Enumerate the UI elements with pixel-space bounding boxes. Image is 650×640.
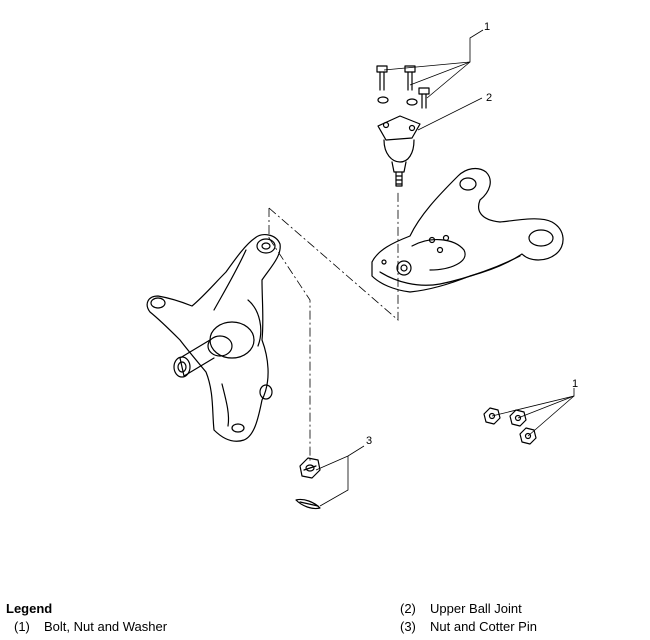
legend-item-number: (1) xyxy=(14,619,30,634)
nuts-right xyxy=(483,407,537,445)
upper-control-arm xyxy=(371,167,564,293)
callout-3: 3 xyxy=(366,435,372,447)
legend-item-label: Bolt, Nut and Washer xyxy=(44,619,168,634)
legend-item-3: (3) Nut and Cotter Pin xyxy=(400,619,537,634)
legend-item-label: Nut and Cotter Pin xyxy=(430,619,537,634)
exploded-view-diagram: 1 2 1 3 xyxy=(146,21,578,510)
legend: Legend (1) Bolt, Nut and Washer (2) Upper … xyxy=(0,598,650,640)
legend-title: Legend xyxy=(6,601,53,616)
callout-2: 2 xyxy=(486,92,492,104)
upper-ball-joint xyxy=(377,115,421,187)
legend-item-2: (2) Upper Ball Joint xyxy=(400,601,522,616)
legend-item-label: Upper Ball Joint xyxy=(430,601,522,616)
bolts-and-washers-top xyxy=(376,65,430,109)
nut-and-cotter-pin xyxy=(295,457,321,510)
legend-item-number: (3) xyxy=(400,619,416,634)
legend-item-number: (2) xyxy=(400,601,416,616)
steering-knuckle xyxy=(146,234,281,442)
alignment-lines xyxy=(268,190,399,462)
callout-1-top: 1 xyxy=(484,21,490,33)
legend-item-1: (1) Bolt, Nut and Washer xyxy=(14,619,167,634)
callout-1-right: 1 xyxy=(572,378,578,390)
leader-lines xyxy=(315,29,575,507)
